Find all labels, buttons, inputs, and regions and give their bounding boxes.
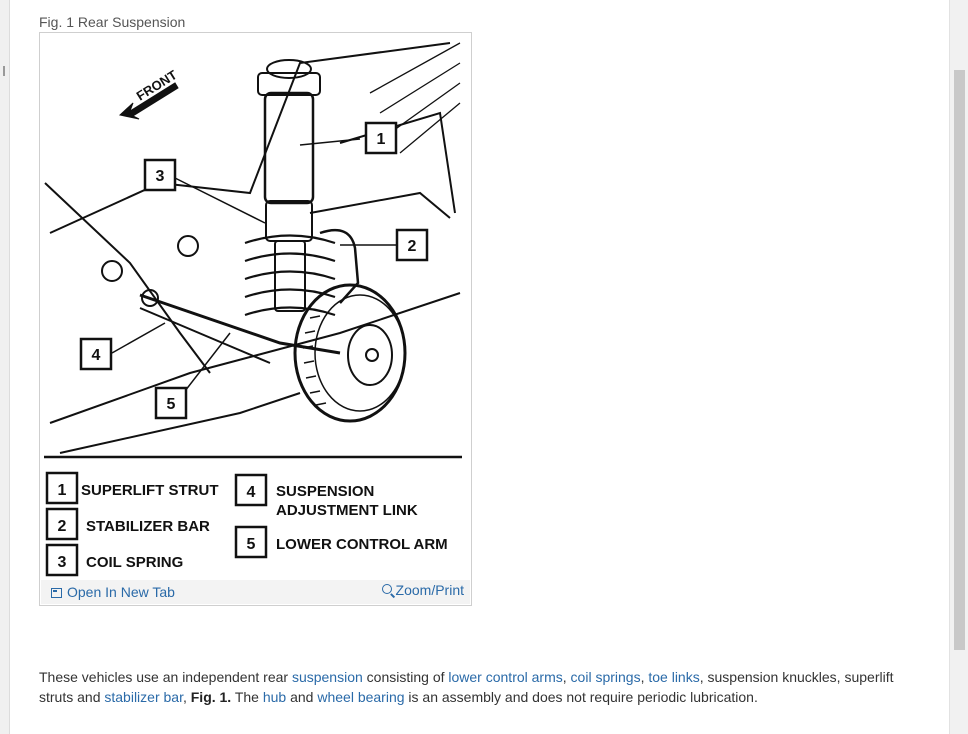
legend-label-2: STABILIZER BAR xyxy=(86,518,210,535)
callout-5: 5 xyxy=(167,396,176,413)
zoom-print-link[interactable]: Zoom/Print xyxy=(381,582,464,598)
callout-box-5 xyxy=(154,386,188,420)
callout-2: 2 xyxy=(408,238,417,255)
lower-control-arm xyxy=(139,293,341,355)
legend-box-5 xyxy=(234,525,268,559)
zoom-label: Zoom/Print xyxy=(395,582,464,598)
callout-3: 3 xyxy=(156,168,165,185)
legend-num-3: 3 xyxy=(58,554,67,571)
text: and xyxy=(286,689,318,705)
text: These vehicles use an independent rear xyxy=(39,669,292,685)
scrollbar-thumb[interactable] xyxy=(954,70,965,650)
body-outline xyxy=(49,42,451,234)
link-stabilizer-bar[interactable]: stabilizer bar xyxy=(104,689,183,705)
legend-label-4b: ADJUSTMENT LINK xyxy=(276,502,418,519)
coil-spring xyxy=(244,234,336,317)
text: , xyxy=(182,689,191,705)
callout-box-3 xyxy=(143,158,177,192)
figure-caption: Fig. 1 Rear Suspension xyxy=(39,14,186,30)
callout-4: 4 xyxy=(92,347,101,364)
legend-box-4 xyxy=(234,473,268,507)
strut-body xyxy=(263,91,315,205)
link-hub[interactable]: hub xyxy=(262,689,287,705)
text: , suspension knuckles, superlift struts … xyxy=(39,669,894,705)
legend-label-4a: SUSPENSION xyxy=(276,483,374,500)
text: The xyxy=(231,689,263,705)
legend-num-1: 1 xyxy=(58,482,67,499)
stabilizer-bar xyxy=(319,228,360,304)
legend-box-1 xyxy=(45,471,79,505)
legend-label-3: COIL SPRING xyxy=(86,554,183,571)
text: consisting of xyxy=(362,669,449,685)
legend-box-3 xyxy=(45,543,79,577)
legend-box-2 xyxy=(45,507,79,541)
link-lower-control-arms[interactable]: lower control arms xyxy=(448,669,563,685)
open-in-new-tab-link[interactable]: Open In New Tab xyxy=(51,584,175,600)
text: is an assembly and does not require peri… xyxy=(404,689,758,705)
link-toe-links[interactable]: toe links xyxy=(648,669,700,685)
link-coil-springs[interactable]: coil springs xyxy=(570,669,641,685)
edge-marker xyxy=(3,66,5,76)
link-suspension[interactable]: suspension xyxy=(291,669,363,685)
figure-container: FRONT 1 2 3 4 5 1 SUPERLIFT STRUT 2 STAB… xyxy=(39,32,472,606)
brake-drum xyxy=(293,283,407,423)
figure-toolbar: Open In New Tab Zoom/Print xyxy=(41,580,470,604)
body-paragraph: These vehicles use an independent rear s… xyxy=(39,667,919,707)
rear-suspension-diagram: FRONT 1 2 3 4 5 1 SUPERLIFT STRUT 2 STAB… xyxy=(44,42,462,577)
open-tab-icon xyxy=(51,588,62,598)
callout-1: 1 xyxy=(377,131,386,148)
callout-box-2 xyxy=(395,228,429,262)
legend-label-5: LOWER CONTROL ARM xyxy=(276,536,448,553)
open-tab-label: Open In New Tab xyxy=(67,584,175,600)
vertical-scrollbar[interactable] xyxy=(949,0,968,734)
callout-box-1 xyxy=(364,121,398,155)
callout-box-4 xyxy=(79,337,113,371)
link-wheel-bearing[interactable]: wheel bearing xyxy=(317,689,405,705)
left-edge-panel xyxy=(0,0,10,734)
text: , xyxy=(562,669,571,685)
legend-label-1: SUPERLIFT STRUT xyxy=(81,482,219,499)
fig-reference: Fig. 1. xyxy=(190,689,232,705)
legend-num-5: 5 xyxy=(247,536,256,553)
text: , xyxy=(640,669,649,685)
legend-num-2: 2 xyxy=(58,518,67,535)
zoom-icon xyxy=(381,584,392,594)
legend-num-4: 4 xyxy=(247,484,256,501)
